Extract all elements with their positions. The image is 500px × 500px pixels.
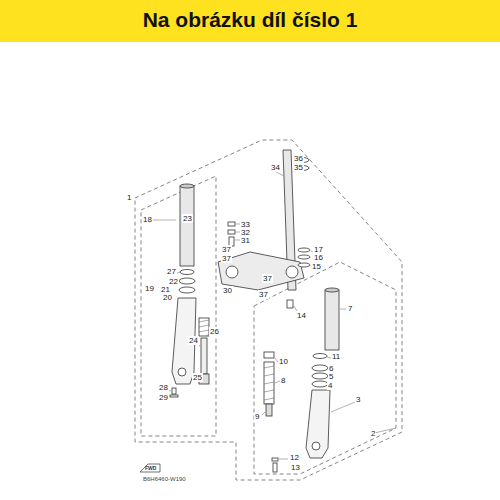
callout-number: 5	[328, 372, 334, 381]
callout-number: 23	[182, 214, 193, 223]
callout-number: 25	[192, 373, 203, 382]
callout-number: 19	[144, 284, 155, 293]
callout-number: 24	[188, 336, 199, 345]
callout-number: 16	[313, 253, 324, 262]
callout-number: 30	[222, 286, 233, 295]
right-fork-outline	[254, 262, 396, 474]
callout-number: FWD	[144, 465, 157, 471]
lower-bracket	[218, 252, 304, 290]
callout-number: 14	[296, 311, 307, 320]
callout-number: 28	[158, 383, 169, 392]
callout-number: 2	[370, 429, 376, 438]
page-title: Na obrázku díl číslo 1	[0, 8, 500, 32]
inner-tube	[180, 186, 194, 266]
callout-number: 37	[262, 274, 273, 283]
callout-number: 7	[347, 304, 353, 313]
callout-number: 10	[278, 357, 289, 366]
callout-number: 37	[221, 245, 232, 254]
callout-number: 12	[289, 453, 300, 462]
assembly-outline	[135, 140, 402, 480]
callout-number: 15	[311, 262, 322, 271]
callout-number: 26	[209, 327, 220, 336]
callout-number: 8	[280, 376, 286, 385]
callout-number: 13	[290, 463, 301, 472]
callout-number: 36	[293, 154, 304, 163]
callout-number: 18	[142, 215, 153, 224]
callout-number: 37	[221, 254, 232, 263]
callout-number: 29	[158, 393, 169, 402]
callout-number: 3	[355, 395, 361, 404]
callout-number: 20	[162, 293, 173, 302]
left-fork-outline	[141, 176, 216, 436]
callout-number: 11	[331, 352, 341, 361]
callout-number: 9	[254, 412, 260, 421]
callout-number: 34	[270, 163, 281, 172]
callout-number: 27	[166, 267, 177, 276]
callout-number: 35	[293, 163, 304, 172]
callout-number: B6H6460-W190	[142, 476, 187, 483]
callout-number: 37	[258, 290, 269, 299]
callout-number: 1	[126, 193, 132, 202]
callout-number: 31	[240, 236, 251, 245]
fwd-arrow-icon	[140, 464, 160, 472]
callout-number: 4	[327, 381, 333, 390]
